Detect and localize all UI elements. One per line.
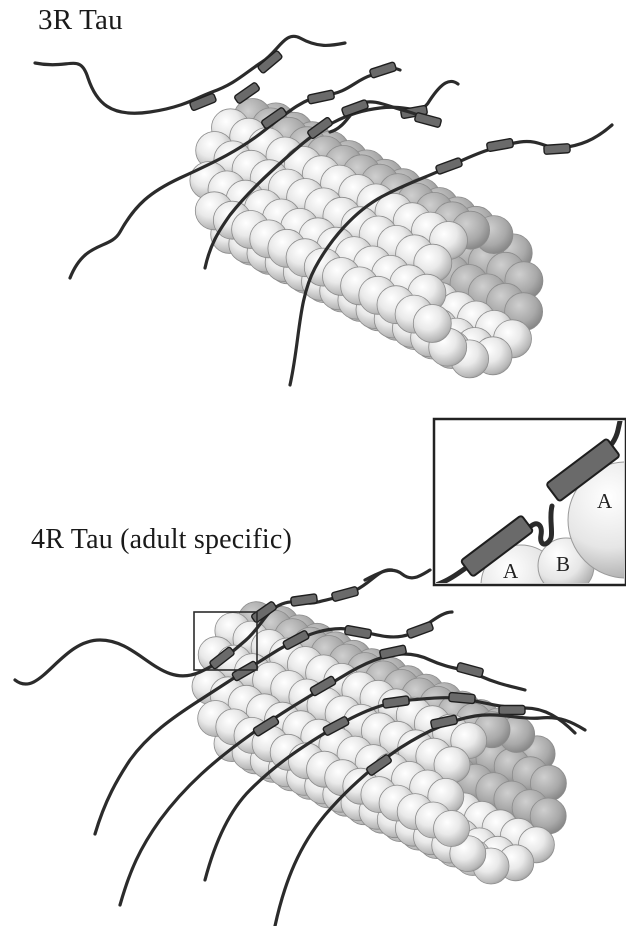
tubulin-subunit (434, 811, 470, 847)
tau-repeat-domain (499, 706, 525, 715)
tubulin-subunit (413, 305, 451, 343)
microtubule-bottom (192, 602, 566, 884)
tau-repeat-domain (369, 62, 397, 79)
inset-label-a-left: A (503, 559, 519, 583)
inset-label-b: B (556, 552, 570, 576)
tau-repeat-domain (544, 144, 571, 155)
inset-panel: A B A (434, 419, 626, 625)
tau-repeat-domain (344, 625, 371, 638)
tau-repeat-domain (456, 662, 483, 677)
tau-repeat-domain (414, 112, 441, 127)
tau-repeat-domain (449, 692, 476, 703)
microtubule-top (190, 99, 543, 378)
tau-repeat-domain (331, 586, 358, 601)
inset-label-a-right: A (597, 489, 613, 513)
tau-chain (35, 36, 345, 113)
tau-repeat-domain (379, 645, 406, 659)
tau-repeat-domain (307, 90, 334, 104)
tau-repeat-domain (406, 621, 434, 638)
tau-repeat-domain (435, 157, 463, 174)
tau-repeat-domain (486, 138, 513, 151)
